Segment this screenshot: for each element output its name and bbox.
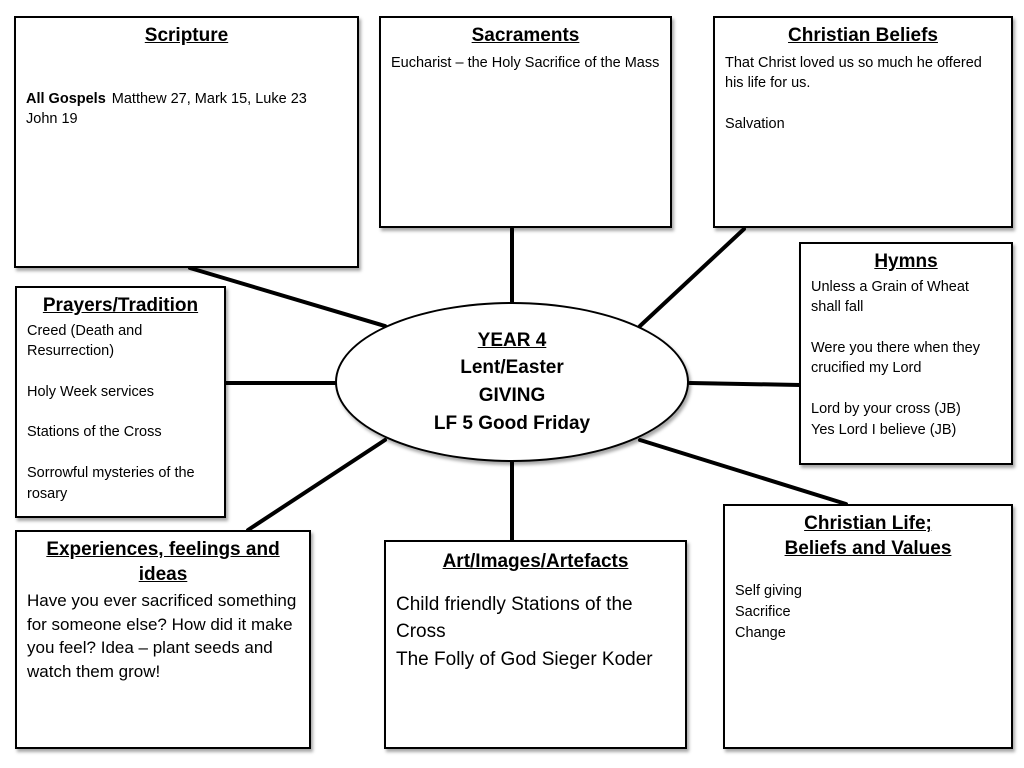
christian-life-item-2: Sacrifice bbox=[735, 603, 791, 620]
sacraments-text: Eucharist – the Holy Sacrifice of the Ma… bbox=[391, 54, 660, 71]
center-theme: GIVING bbox=[478, 385, 546, 406]
prayers-item-rosary: Sorrowful mysteries of the rosary bbox=[27, 465, 195, 502]
christian-life-title-1: Christian Life; bbox=[804, 513, 932, 534]
hymn-3: Lord by your cross (JB) Yes Lord I belie… bbox=[811, 399, 1001, 440]
prayers-tradition-title: Prayers/Tradition bbox=[42, 295, 199, 316]
center-lesson: LF 5 Good Friday bbox=[433, 412, 591, 434]
prayers-item-stations: Stations of the Cross bbox=[27, 424, 162, 441]
scripture-title: Scripture bbox=[144, 25, 229, 46]
sacraments-title: Sacraments bbox=[471, 25, 580, 46]
hymn-2-line-2: crucified my Lord bbox=[811, 360, 922, 377]
scripture-box: Scripture All Gospels Matthew 27, Mark 15… bbox=[14, 16, 359, 268]
christian-beliefs-text: That Christ loved us so much he offered … bbox=[725, 54, 982, 92]
hymns-title: Hymns bbox=[874, 251, 938, 272]
art-box: Art/Images/Artefacts Child friendly Stat… bbox=[384, 540, 687, 749]
hymns-box: Hymns Unless a Grain of Wheat shall fall… bbox=[799, 242, 1013, 465]
art-title: Art/Images/Artefacts bbox=[442, 551, 629, 572]
connector-hymns bbox=[688, 381, 802, 387]
center-season: Lent/Easter bbox=[460, 357, 564, 379]
scripture-label: All Gospels bbox=[26, 90, 106, 107]
hymn-3-line-2: Yes Lord I believe (JB) bbox=[811, 421, 957, 438]
experiences-title: Experiences, feelings and ideas bbox=[46, 539, 280, 585]
art-item-stations: Child friendly Stations of the Cross bbox=[396, 593, 633, 643]
hymn-1-line-1: Unless a Grain of Wheat bbox=[811, 278, 969, 295]
scripture-refs: Matthew 27, Mark 15, Luke 23 bbox=[111, 90, 307, 107]
connector-experiences bbox=[246, 438, 387, 532]
experiences-box: Experiences, feelings and ideas Have you… bbox=[15, 530, 311, 749]
art-item-folly: The Folly of God Sieger Koder bbox=[396, 648, 653, 670]
hymn-1-line-2: shall fall bbox=[811, 299, 864, 316]
sacraments-box: Sacraments Eucharist – the Holy Sacrific… bbox=[379, 16, 672, 228]
connector-beliefs bbox=[638, 227, 746, 328]
christian-life-title: Christian Life; Beliefs and Values bbox=[735, 512, 1001, 561]
christian-beliefs-salvation: Salvation bbox=[725, 115, 785, 132]
christian-life-item-3: Change bbox=[735, 624, 786, 641]
hymn-3-line-1: Lord by your cross (JB) bbox=[811, 401, 961, 417]
prayers-item-holy-week: Holy Week services bbox=[27, 383, 155, 400]
christian-life-item-1: Self giving bbox=[735, 583, 802, 600]
experiences-text: Have you ever sacrificed something for s… bbox=[27, 591, 297, 681]
christian-life-box: Christian Life; Beliefs and Values Self … bbox=[723, 504, 1013, 749]
central-topic: YEAR 4 Lent/Easter GIVING LF 5 Good Frid… bbox=[335, 302, 689, 462]
hymn-2-line-1: Were you there when they bbox=[811, 339, 980, 356]
christian-life-title-2: Beliefs and Values bbox=[784, 537, 952, 559]
prayers-tradition-box: Prayers/Tradition Creed (Death and Resur… bbox=[15, 286, 226, 518]
connector-life bbox=[638, 438, 848, 506]
christian-life-list: Self giving Sacrifice Change bbox=[735, 581, 1001, 643]
center-year: YEAR 4 bbox=[477, 329, 547, 351]
hymn-1: Unless a Grain of Wheat shall fall bbox=[811, 277, 1001, 318]
hymn-2: Were you there when they crucified my Lo… bbox=[811, 338, 1001, 379]
scripture-refs-2: John 19 bbox=[26, 111, 78, 128]
connector-scripture bbox=[188, 266, 387, 328]
prayers-item-creed: Creed (Death and Resurrection) bbox=[27, 322, 143, 360]
christian-beliefs-box: Christian Beliefs That Christ loved us s… bbox=[713, 16, 1013, 228]
christian-beliefs-title: Christian Beliefs bbox=[788, 25, 938, 46]
